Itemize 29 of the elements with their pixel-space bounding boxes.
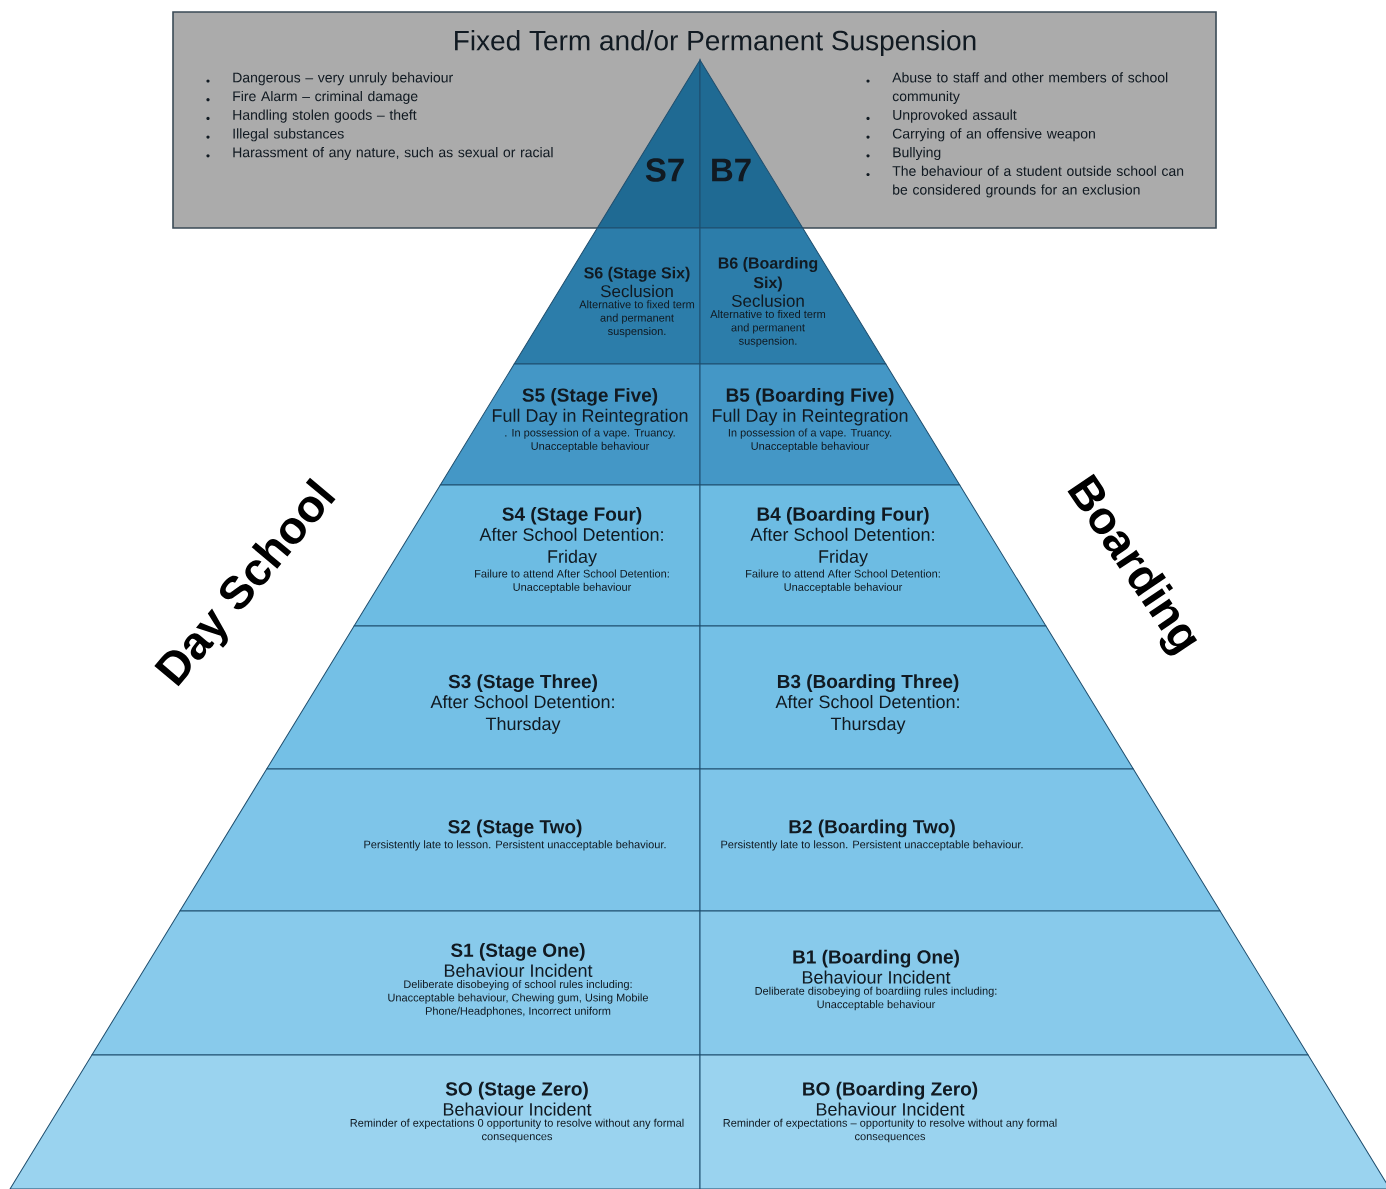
list-item: Harassment of any nature, such as sexual or racial xyxy=(233,147,553,161)
list-item: The behaviour of a student outside school can be considered grounds for an exclusion xyxy=(892,165,1184,198)
pyramid-cell: S5 (Stage Five) Full Day in Reintegration . In possession of a vape. Truancy. Unacceptable behaviour xyxy=(439,363,701,486)
pyramid-cell: S6 (Stage Six) Seclusion Alternative to fixed term and permanent suspension. xyxy=(513,227,701,365)
pyramid-cell: S7 xyxy=(596,59,701,229)
pyramid-cell: S2 (Stage Two) Persistently late to lesson. Persistent unacceptable behaviour. xyxy=(179,768,701,912)
list-item: Dangerous – very unruly behaviour xyxy=(233,72,453,86)
pyramid-cell: S3 (Stage Three) After School Detention: Thursday xyxy=(266,625,701,770)
list-item: Illegal substances xyxy=(233,128,344,142)
pyramid-cell: B2 (Boarding Two) Persistently late to lesson. Persistent unacceptable behaviour. xyxy=(699,768,1221,912)
pyramid-cell: B5 (Boarding Five) Full Day in Reintegration In possession of a vape. Truancy. Unacceptable behaviour xyxy=(699,363,961,486)
node-label: Reminder of expectations 0 opportunity to resolve without any formal consequences xyxy=(350,1118,684,1143)
pyramid-cell: B3 (Boarding Three) After School Detention: Thursday xyxy=(699,625,1134,770)
pyramid-cell: S4 (Stage Four) After School Detention: Friday Failure to attend After School Detention: Unacceptable behaviour xyxy=(353,484,701,627)
list-item: Abuse to staff and other members of school community xyxy=(892,72,1168,104)
list-item: Unprovoked assault xyxy=(893,109,1017,123)
pyramid-cell: B6 (Boarding Six) Seclusion Alternative to fixed term and permanent suspension. xyxy=(699,227,887,365)
pyramid-cell: B4 (Boarding Four) After School Detention: Friday Failure to attend After School Detention: Unacceptable behaviour xyxy=(699,484,1047,627)
pyramid-cell: B1 (Boarding One) Behaviour Incident Deliberate disobeying of boardiing rules including: Unacceptable behaviour xyxy=(699,910,1309,1056)
pyramid-cell: S1 (Stage One) Behaviour Incident Deliberate disobeying of school rules including: Unacceptable behaviour, Chewing gum, Using Mobile Phone/Headphones, Incorrect uniform xyxy=(91,910,701,1056)
list-item: Handling stolen goods – theft xyxy=(233,109,417,123)
pyramid-cell: SO (Stage Zero) Behaviour Incident Reminder of expectations 0 opportunity to resolve without any formal consequences xyxy=(9,1054,701,1189)
pyramid-cell: BO (Boarding Zero) Behaviour Incident Reminder of expectations – opportunity to resolve without any formal consequences xyxy=(699,1054,1386,1189)
list-item: Bullying xyxy=(893,147,941,161)
list-item: Fire Alarm – criminal damage xyxy=(233,90,418,104)
pyramid-cell: B7 xyxy=(699,59,804,229)
list-item: Carrying of an offensive weapon xyxy=(892,128,1095,142)
node-label: Behaviour Incident xyxy=(443,1102,592,1116)
node-label: SO (Stage Zero) xyxy=(445,1081,588,1100)
